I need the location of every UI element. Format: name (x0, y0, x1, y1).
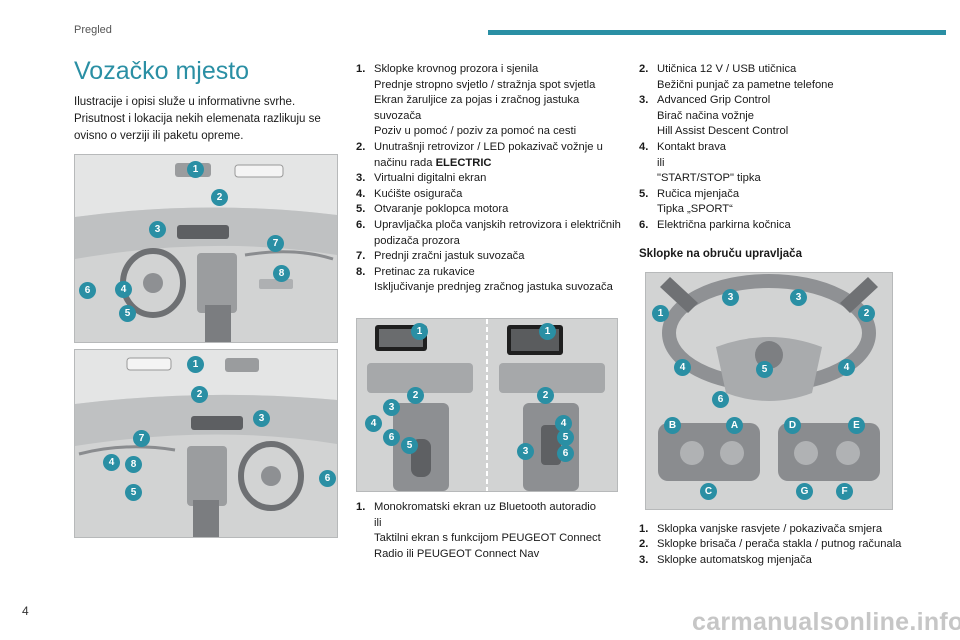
callout-badge: 1 (187, 356, 204, 373)
steering-controls-list: 1. Sklopka vanjske rasvjete / pokazivača… (639, 522, 909, 569)
callout-badge: C (700, 482, 717, 500)
list-item: 3. Advanced Grip Control Birač načina vo… (639, 94, 789, 138)
list-item: 1. Monokromatski ekran uz Bluetooth auto… (356, 500, 601, 560)
callout-badge: 4 (103, 454, 120, 471)
callout-badge: 6 (557, 444, 574, 462)
callout-badge: 3 (722, 288, 739, 306)
list-item: 2. Unutrašnji retrovizor / LED pokazivač… (356, 140, 603, 169)
callout-badge: 4 (555, 414, 572, 432)
callout-badge: 1 (652, 304, 669, 322)
callout-badge: 2 (211, 189, 228, 206)
center-console-drawing (367, 318, 605, 491)
list-item: 2. Utičnica 12 V / USB utičnica Bežični … (639, 63, 834, 91)
callout-badge: 7 (267, 235, 284, 252)
callout-badge: 2 (858, 304, 875, 322)
list-item: 5. Ručica mjenjača Tipka „SPORT“ (639, 187, 740, 216)
callout-badge: 2 (191, 386, 208, 403)
controls-list-a: 1. Sklopke krovnog prozora i sjenila Pre… (356, 62, 626, 296)
callout-badge: A (726, 416, 743, 434)
callout-badge: 3 (790, 288, 807, 306)
dashboard-lhd-drawing (75, 155, 337, 342)
left-column: Vozačko mjesto Ilustracije i opisi služe… (74, 56, 338, 538)
list-item: 1. Sklopka vanjske rasvjete / pokazivača… (639, 522, 883, 535)
callout-badge: 1 (539, 322, 556, 340)
header-section-label: Pregled (74, 24, 112, 36)
controls-list-b: 1. Monokromatski ekran uz Bluetooth auto… (356, 500, 626, 562)
callout-badge: 2 (537, 386, 554, 404)
page-number: 4 (22, 604, 29, 618)
list-item: 5.Otvaranje poklopca motora (356, 203, 509, 216)
callout-badge: 8 (273, 265, 290, 282)
dashboard-rhd-drawing (75, 350, 337, 537)
callout-badge: 5 (557, 428, 574, 446)
callout-badge: 6 (712, 390, 729, 408)
callout-badge: 5 (756, 360, 773, 378)
list-item: 8. Pretinac za rukavice Isključivanje pr… (356, 265, 613, 294)
callout-badge: 1 (187, 161, 204, 178)
controls-list-c: 2. Utičnica 12 V / USB utičnica Bežični … (639, 62, 909, 234)
callout-badge: E (848, 416, 865, 434)
callout-badge: 5 (119, 305, 136, 322)
middle-column: 1. Sklopke krovnog prozora i sjenila Pre… (356, 62, 626, 562)
callout-badge: 5 (125, 484, 142, 501)
list-item: 6. Električna parkirna kočnica (639, 218, 791, 231)
callout-badge: 6 (79, 282, 96, 299)
header-accent-bar (488, 30, 946, 35)
right-column: 2. Utičnica 12 V / USB utičnica Bežični … (639, 62, 909, 568)
callout-badge: 6 (383, 428, 400, 446)
callout-badge: 4 (115, 281, 132, 298)
callout-badge: 1 (411, 322, 428, 340)
callout-badge: B (664, 416, 681, 434)
callout-badge: 8 (125, 456, 142, 473)
page-title: Vozačko mjesto (74, 57, 250, 85)
steering-section-heading: Sklopke na obruču upravljača (639, 247, 802, 260)
callout-badge: 4 (838, 358, 855, 376)
callout-badge: 3 (517, 442, 534, 460)
callout-badge: D (784, 416, 801, 434)
list-item: 4. Kontakt brava ili "START/STOP" tipka (639, 140, 761, 185)
callout-badge: 3 (149, 221, 166, 238)
callout-badge: 4 (674, 358, 691, 376)
list-item: 4.Kućište osigurača (356, 187, 463, 200)
callout-badge: 6 (319, 470, 336, 487)
list-item: 7.Prednji zračni jastuk suvozača (356, 250, 525, 263)
callout-badge: 3 (383, 398, 400, 416)
callout-badge: 4 (365, 414, 382, 432)
callout-badge: 2 (407, 386, 424, 404)
watermark: carmanualsonline.info (692, 608, 960, 636)
list-item: 1. Sklopke krovnog prozora i sjenila Pre… (356, 63, 596, 138)
callout-badge: 5 (401, 436, 418, 454)
list-item: 2. Sklopke brisača / perača stakla / put… (639, 538, 902, 551)
intro-paragraph: Ilustracije i opisi služe u informativne… (74, 96, 321, 142)
list-item: 3.Virtualni digitalni ekran (356, 172, 487, 185)
list-item: 3. Sklopke automatskog mjenjača (639, 553, 812, 566)
callout-badge: 7 (133, 430, 150, 447)
callout-badge: F (836, 482, 853, 500)
steering-wheel-drawing (658, 273, 880, 481)
list-item: 6.Upravljačka ploča vanjskih retrovizora… (356, 218, 621, 247)
callout-badge: 3 (253, 410, 270, 427)
callout-badge: G (796, 482, 813, 500)
